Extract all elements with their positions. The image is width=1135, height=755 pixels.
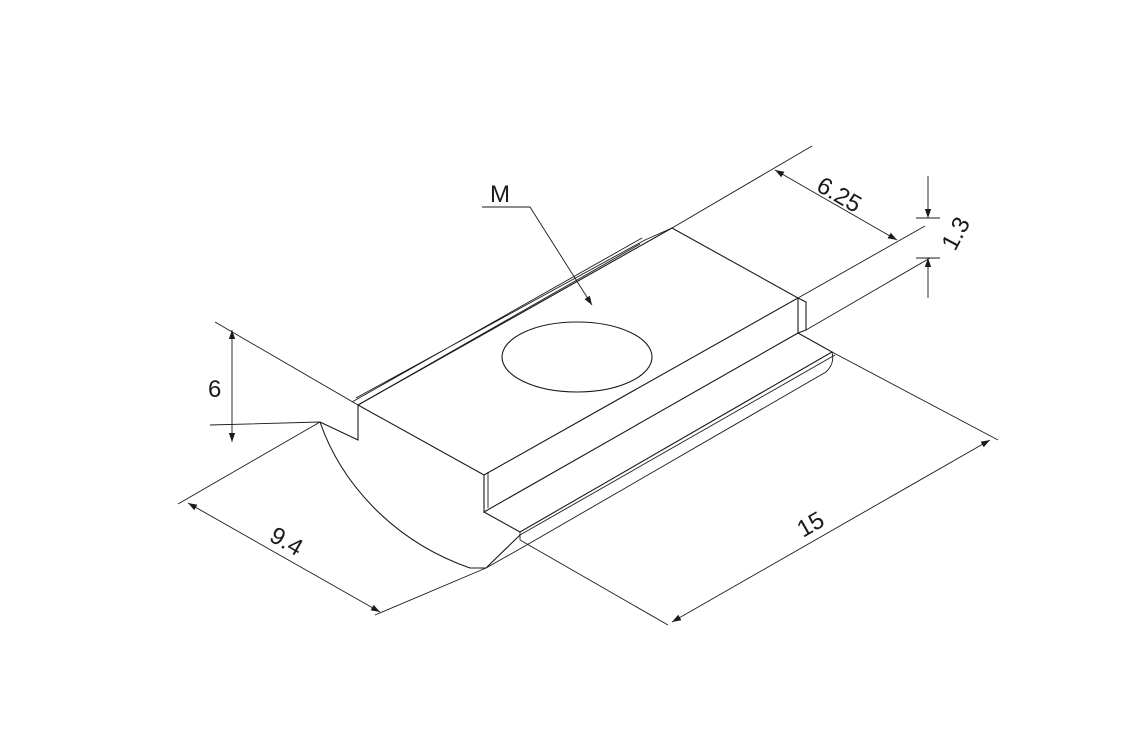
top-width-label: 6.25 xyxy=(812,172,866,219)
dimension-lines xyxy=(187,169,991,623)
length-label: 15 xyxy=(793,506,830,543)
extension-lines xyxy=(177,145,999,626)
thread-hole xyxy=(501,321,653,393)
thread-label: M xyxy=(490,181,510,208)
height-label: 6 xyxy=(208,376,221,403)
step-label: 1.3 xyxy=(936,213,976,255)
part-body xyxy=(319,227,836,569)
width-label: 9.4 xyxy=(265,522,307,562)
